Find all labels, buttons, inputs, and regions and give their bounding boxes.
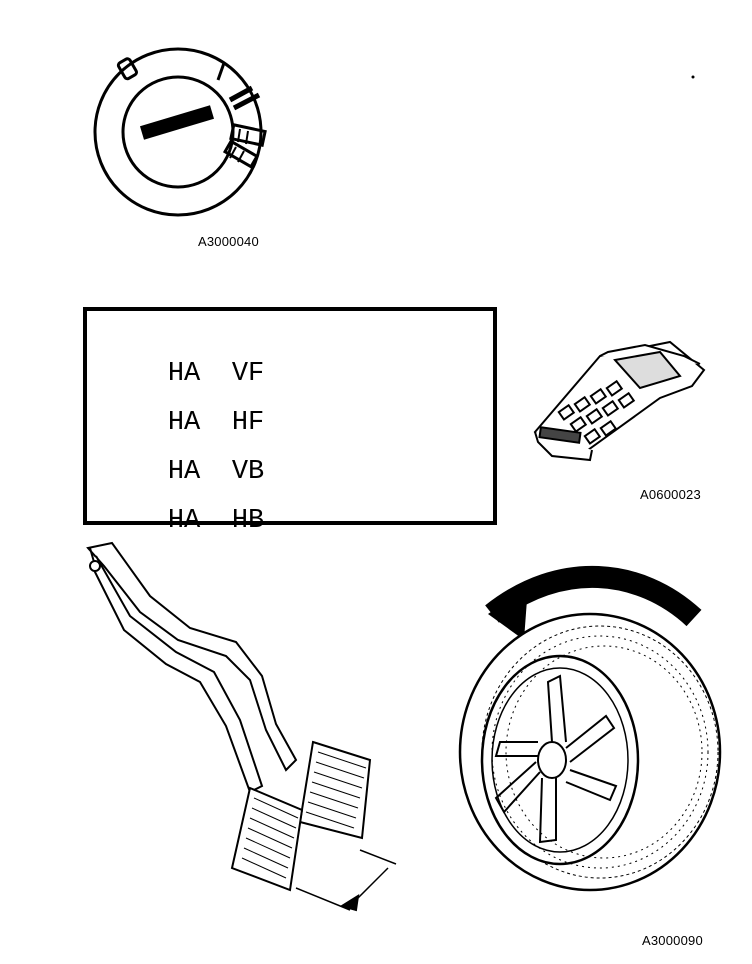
- code-row: HA VF: [103, 329, 264, 419]
- code-prefix: HA: [167, 359, 201, 389]
- pedals-illustration: [86, 541, 397, 912]
- ignition-figure-label: A3000040: [198, 234, 259, 249]
- code-prefix: HA: [167, 408, 201, 438]
- code-suffix: VF: [231, 359, 265, 389]
- code-row: HA VB: [103, 427, 264, 517]
- code-row: HA HB: [103, 476, 264, 566]
- tester-figure-label: A0600023: [640, 487, 701, 502]
- code-suffix: VB: [231, 457, 265, 487]
- code-prefix: HA: [167, 506, 201, 536]
- code-suffix: HB: [231, 506, 265, 536]
- hand-tester-illustration: [533, 340, 706, 462]
- wheel-figure-label: A3000090: [642, 933, 703, 948]
- code-table: HA VF HA HF HA VB HA HB: [83, 307, 497, 536]
- speck: [691, 75, 695, 79]
- code-suffix: HF: [231, 408, 265, 438]
- code-row: HA HF: [103, 378, 264, 468]
- ignition-switch-illustration: [93, 47, 267, 217]
- code-prefix: HA: [167, 457, 201, 487]
- wheel-illustration: [458, 566, 722, 892]
